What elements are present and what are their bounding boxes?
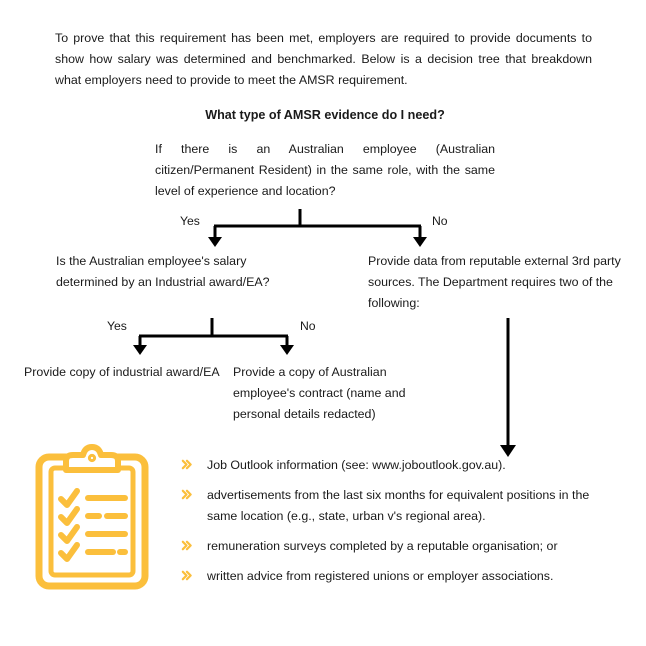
level2-yes-arrow-head [133, 345, 147, 355]
node-provide-contract-copy: Provide a copy of Australian employee's … [233, 365, 406, 421]
double-chevron-right-icon [181, 536, 207, 551]
list-item: written advice from registered unions or… [181, 566, 601, 587]
node-provide-award-copy: Provide copy of industrial award/EA [24, 365, 220, 379]
level2-yes-label: Yes [107, 319, 127, 333]
list-item: remuneration surveys completed by a repu… [181, 536, 601, 557]
double-chevron-right-icon [181, 455, 207, 470]
double-chevron-right-icon [181, 566, 207, 581]
level1-no-arrow-head [413, 237, 427, 247]
evidence-list: Job Outlook information (see: www.jobout… [181, 455, 601, 587]
node-industrial-award-question: Is the Australian employee's salary dete… [56, 254, 270, 289]
level1-no-label: No [432, 214, 448, 228]
level1-yes-label: Yes [180, 214, 200, 228]
clipboard-clip-hole [87, 453, 97, 463]
level2-no-label: No [300, 319, 316, 333]
page-title: What type of AMSR evidence do I need? [205, 108, 445, 122]
clipboard-clip [63, 444, 121, 473]
clipboard-checklist-icon [35, 444, 149, 590]
list-item: advertisements from the last six months … [181, 485, 601, 527]
list-item-label: advertisements from the last six months … [207, 488, 590, 523]
clipboard-checkmarks [58, 488, 80, 562]
clipboard-outer-border [35, 453, 149, 590]
double-chevron-right-icon [181, 485, 207, 500]
list-item-label: remuneration surveys completed by a repu… [207, 539, 558, 553]
decision-root-question: If there is an Australian employee (Aust… [155, 142, 495, 198]
list-item-label: written advice from registered unions or… [207, 569, 554, 583]
intro-paragraph: To prove that this requirement has been … [55, 31, 592, 87]
clipboard-list-lines [85, 495, 128, 555]
level2-no-arrow-head [280, 345, 294, 355]
list-item: Job Outlook information (see: www.jobout… [181, 455, 601, 476]
node-external-sources: Provide data from reputable external 3rd… [368, 254, 621, 310]
list-item-label: Job Outlook information (see: www.jobout… [207, 458, 506, 472]
level1-yes-arrow-head [208, 237, 222, 247]
